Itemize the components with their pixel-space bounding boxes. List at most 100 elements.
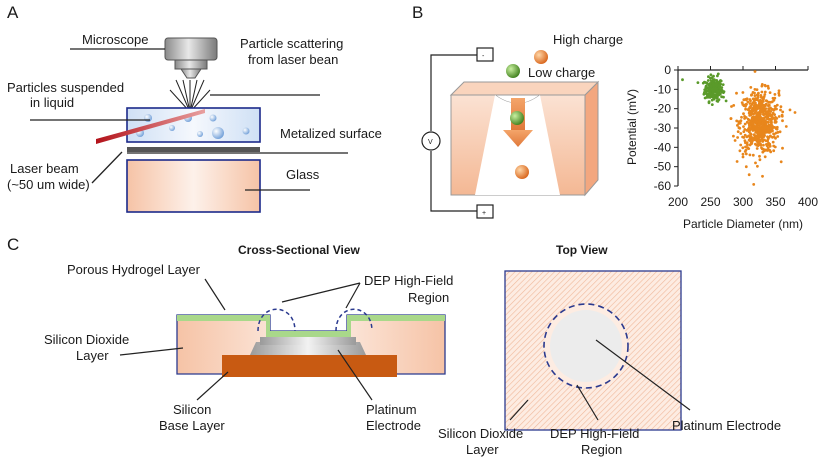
top-dep-label-1: DEP High-Field [550, 426, 639, 441]
cross-section-title: Cross-Sectional View [238, 243, 360, 257]
low-charge-data-point [708, 87, 711, 90]
y-tick-label: -40 [654, 140, 672, 154]
circuit-wires [430, 54, 477, 212]
minus-terminal [476, 47, 494, 62]
low-charge-data-point [713, 93, 717, 97]
platinum-electrode [250, 342, 366, 355]
high-charge-data-point [763, 107, 767, 111]
high-charge-data-point [771, 140, 775, 144]
high-charge-data-point [757, 113, 761, 117]
low-charge-particle-legend [506, 64, 520, 78]
high-charge-data-point [772, 149, 776, 153]
low-charge-data-point [707, 75, 710, 79]
top-view-title: Top View [556, 243, 608, 257]
high-charge-data-point [746, 143, 749, 147]
y-axis-label: Potential (mV) [625, 89, 639, 165]
low-charge-label: Low charge [528, 65, 595, 80]
high-charge-data-point [739, 132, 743, 135]
high-charge-data-point [788, 108, 792, 112]
high-charge-data-point [753, 94, 757, 97]
high-charge-data-point [744, 152, 748, 156]
low-charge-data-point [705, 92, 709, 96]
high-charge-label: High charge [553, 32, 623, 47]
high-charge-data-point [749, 133, 753, 136]
high-charge-data-point [766, 84, 770, 88]
high-charge-data-point [763, 119, 767, 122]
suspended-label-1: Particles suspended [7, 80, 124, 95]
high-charge-data-point [745, 120, 749, 124]
high-charge-data-point [779, 160, 783, 164]
high-charge-data-point [760, 127, 764, 131]
high-charge-data-point [779, 105, 783, 109]
high-charge-data-point [735, 91, 738, 95]
high-charge-data-point [754, 127, 758, 130]
high-charge-data-point [737, 126, 741, 130]
high-charge-data-point [768, 149, 772, 152]
high-charge-data-point [769, 129, 772, 133]
glass-label: Glass [286, 167, 320, 182]
high-charge-data-point [736, 130, 740, 134]
high-charge-data-point [747, 130, 751, 134]
high-charge-data-point [736, 136, 739, 139]
high-charge-data-point [758, 158, 762, 162]
low-charge-data-point [681, 78, 684, 82]
high-charge-data-point [743, 133, 747, 137]
high-charge-data-point [730, 105, 733, 108]
high-charge-data-point [761, 112, 765, 116]
high-charge-data-point [733, 139, 737, 142]
platinum-label-2: Electrode [366, 418, 421, 433]
high-charge-data-point [752, 133, 756, 137]
low-charge-data-point [701, 81, 705, 85]
high-charge-data-point [767, 127, 770, 131]
high-charge-data-point [753, 91, 756, 95]
high-charge-data-point [761, 122, 765, 125]
high-charge-data-point [739, 119, 743, 123]
high-charge-data-point [777, 115, 781, 118]
high-charge-data-point [741, 146, 745, 150]
x-axis-label: Particle Diameter (nm) [683, 217, 803, 231]
high-charge-data-point [774, 120, 778, 124]
low-charge-data-point [712, 79, 716, 83]
high-charge-data-point [772, 144, 776, 148]
high-charge-data-point [755, 147, 759, 150]
laser-label-2: (~50 um wide) [7, 177, 90, 192]
high-charge-data-point [748, 102, 752, 105]
high-charge-data-point [777, 91, 781, 95]
high-charge-particle-in-channel [515, 165, 529, 179]
high-charge-data-point [747, 173, 751, 177]
high-charge-data-point [738, 121, 742, 125]
high-charge-data-point [761, 174, 764, 178]
high-charge-data-point [751, 139, 754, 142]
high-charge-data-point [751, 153, 755, 157]
high-charge-data-point [761, 100, 765, 103]
high-charge-data-point [744, 104, 747, 108]
top-dep-label-2: Region [581, 442, 622, 457]
high-charge-data-point [752, 112, 755, 116]
high-charge-data-point [759, 135, 763, 139]
high-charge-data-point [761, 138, 765, 142]
x-tick-label: 200 [668, 195, 688, 209]
low-charge-data-point [706, 79, 710, 82]
silicon-base-layer [222, 355, 397, 377]
high-charge-data-point [767, 135, 771, 139]
panel-c-label: C [7, 235, 19, 254]
high-charge-data-point [758, 154, 761, 158]
laser-beam [96, 109, 205, 144]
high-charge-data-point [768, 91, 772, 94]
high-charge-data-point [752, 183, 756, 186]
high-charge-data-point [770, 117, 774, 121]
low-charge-data-point [720, 86, 724, 89]
high-charge-data-point [750, 93, 753, 97]
silicon-leader [196, 371, 229, 401]
plus-terminal [476, 204, 494, 219]
high-charge-data-point [766, 117, 769, 121]
high-charge-data-point [779, 108, 782, 112]
high-charge-data-point [744, 116, 748, 119]
x-tick-label: 350 [765, 195, 785, 209]
high-charge-data-point [741, 155, 745, 159]
high-charge-data-point [755, 135, 758, 139]
high-charge-data-point [770, 127, 774, 131]
high-charge-data-point [735, 160, 739, 163]
